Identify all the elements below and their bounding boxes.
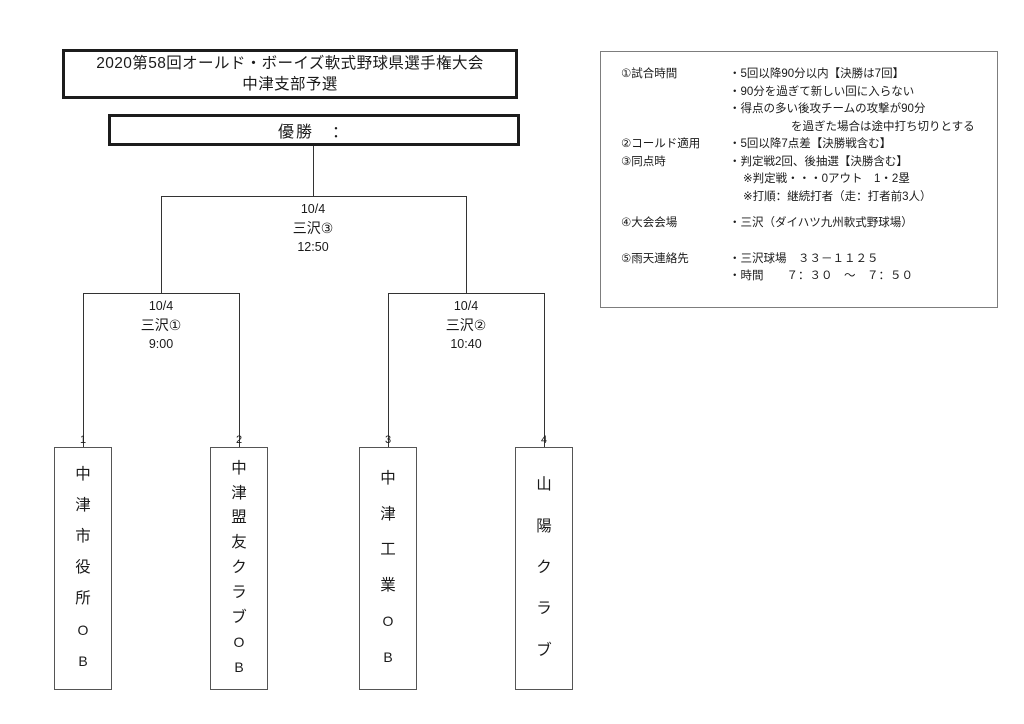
- team-1-char: 津: [75, 497, 91, 514]
- rule-value: ・5回以降90分以内【決勝は7回】: [729, 68, 905, 80]
- tournament-title-box: 2020第58回オールド・ボーイズ軟式野球県選手権大会 中津支部予選: [62, 49, 518, 99]
- team-box-4: 山 陽 ク ラ ブ: [515, 447, 573, 690]
- team-4-char: 陽: [536, 517, 552, 535]
- team-2-char: ラ: [231, 583, 247, 601]
- team-box-2: 中 津 盟 友 ク ラ ブ О B: [210, 447, 268, 690]
- team-2-char: 中: [231, 459, 247, 477]
- team-4-char: 山: [536, 476, 552, 494]
- match-final-date: 10/4: [300, 202, 326, 216]
- team-2-char: О: [233, 634, 245, 651]
- team-3-char: 中: [380, 470, 396, 488]
- rule-key: ④大会会場: [621, 217, 678, 229]
- bracket-crossbar-semi-right: [388, 293, 544, 294]
- tournament-title-line-1: 2020第58回オールド・ボーイズ軟式野球県選手権大会: [96, 55, 484, 72]
- champion-result-box: 優勝 ：: [108, 114, 520, 146]
- team-1-char: 中: [75, 466, 91, 483]
- team-2-char: 盟: [231, 509, 247, 527]
- seed-number-3: 3: [384, 434, 392, 446]
- rule-value: を過ぎた場合は途中打ち切りとする: [791, 120, 975, 133]
- match-semi-right-time: 10:40: [450, 337, 482, 351]
- team-4-char: ブ: [536, 641, 552, 659]
- team-1-char: 所: [75, 590, 91, 607]
- bracket-drop-team-1: [83, 293, 84, 451]
- team-box-1: 中 津 市 役 所 О B: [54, 447, 112, 690]
- rule-value: ※判定戦・・・0アウト 1・2塁: [743, 173, 910, 185]
- match-final-time: 12:50: [297, 240, 329, 254]
- seed-number-2: 2: [235, 434, 243, 446]
- rule-value: ※打順：継続打者（走：打者前3人）: [743, 190, 932, 203]
- bracket-drop-semi-right: [466, 196, 467, 293]
- rule-value: ・判定戦2回、後抽選【決勝含む】: [729, 155, 908, 168]
- team-2-char: ク: [231, 558, 247, 576]
- rule-key: ⑤雨天連絡先: [621, 252, 689, 265]
- rule-key: ①試合時間: [621, 68, 678, 80]
- rule-row-rain-contact: ⑤雨天連絡先 ・三沢球場 ３３－１１２５ ・時間 ７：３０ ～ ７：５０: [621, 251, 991, 286]
- bracket-crossbar-final: [161, 196, 466, 197]
- tournament-rules-panel: ①試合時間 ・5回以降90分以内【決勝は7回】 ・90分を過ぎて新しい回に入らな…: [600, 51, 998, 308]
- match-label-final: 10/4 三沢③ 12:50: [253, 200, 373, 257]
- bracket-drop-team-4: [544, 293, 545, 451]
- team-1-char: 市: [75, 528, 91, 545]
- team-4-char: ラ: [536, 600, 552, 618]
- team-2-char: 津: [231, 484, 247, 502]
- rule-value: ・時間 ７：３０ ～ ７：５０: [729, 270, 913, 282]
- team-4-char: ク: [536, 558, 552, 576]
- match-semi-left-venue: 三沢①: [140, 317, 182, 333]
- team-1-char: B: [78, 653, 88, 669]
- rules-spacer: [621, 242, 991, 251]
- team-2-char: ブ: [231, 608, 247, 626]
- rule-value: ・得点の多い後攻チームの攻撃が90分: [729, 103, 926, 115]
- rule-value: ・三沢球場 ３３－１１２５: [729, 252, 879, 265]
- bracket-drop-team-3: [388, 293, 389, 451]
- team-2-char: B: [234, 659, 244, 676]
- team-1-char: 役: [75, 559, 91, 576]
- rule-key: ③同点時: [621, 155, 666, 168]
- rule-value: ・5回以降7点差【決勝戦含む】: [729, 138, 892, 150]
- team-3-char: B: [383, 648, 393, 665]
- team-box-3: 中 津 工 業 О B: [359, 447, 417, 690]
- match-label-semi-right: 10/4 三沢② 10:40: [406, 297, 526, 354]
- rules-spacer: [621, 233, 991, 242]
- rule-row-called-game: ②コールド適用 ・5回以降7点差【決勝戦含む】: [621, 136, 991, 154]
- match-semi-right-venue: 三沢②: [445, 317, 487, 333]
- tournament-title-line-2: 中津支部予選: [242, 76, 338, 93]
- match-semi-left-time: 9:00: [148, 337, 174, 351]
- rule-row-match-time: ①試合時間 ・5回以降90分以内【決勝は7回】 ・90分を過ぎて新しい回に入らな…: [621, 66, 991, 136]
- match-label-semi-left: 10/4 三沢① 9:00: [101, 297, 221, 354]
- rule-value: ・90分を過ぎて新しい回に入らない: [729, 85, 915, 98]
- rule-row-tie-break: ③同点時 ・判定戦2回、後抽選【決勝含む】 ※判定戦・・・0アウト 1・2塁 ※…: [621, 154, 991, 207]
- bracket-crossbar-semi-left: [83, 293, 239, 294]
- match-final-venue: 三沢③: [292, 220, 334, 236]
- match-semi-left-date: 10/4: [148, 299, 174, 313]
- team-1-char: О: [77, 622, 89, 638]
- match-semi-right-date: 10/4: [453, 299, 479, 313]
- seed-number-1: 1: [79, 434, 87, 446]
- bracket-stem-final: [313, 146, 314, 196]
- rule-value: ・三沢（ダイハツ九州軟式野球場）: [729, 217, 913, 229]
- team-3-char: 工: [380, 541, 396, 559]
- rules-spacer: [621, 206, 991, 215]
- team-2-char: 友: [231, 534, 247, 552]
- seed-number-4: 4: [540, 434, 548, 446]
- bracket-drop-team-2: [239, 293, 240, 451]
- champion-label: 優勝 ：: [277, 124, 350, 141]
- rule-row-venue: ④大会会場 ・三沢（ダイハツ九州軟式野球場）: [621, 215, 991, 233]
- rule-key: ②コールド適用: [621, 138, 701, 150]
- bracket-drop-semi-left: [161, 196, 162, 293]
- team-3-char: 業: [380, 576, 396, 594]
- team-3-char: О: [382, 613, 394, 630]
- team-3-char: 津: [380, 505, 396, 523]
